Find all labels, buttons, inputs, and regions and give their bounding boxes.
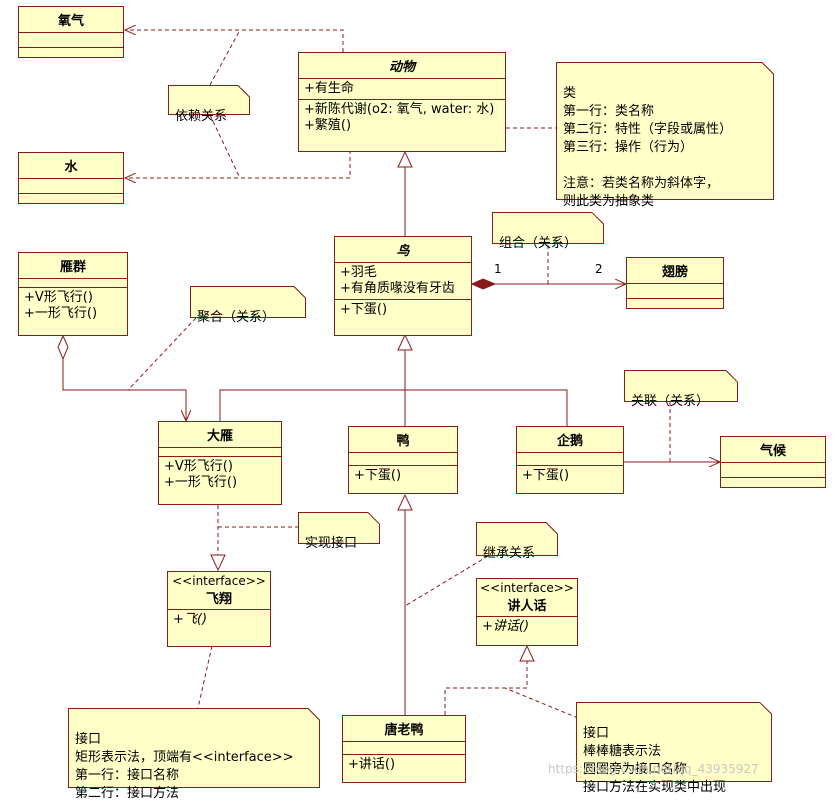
- watermark: https://blog.csdn.net/qq_43935927: [548, 762, 759, 776]
- class-duck-name: 鸭: [349, 427, 457, 453]
- note-text: 依赖关系: [175, 109, 228, 124]
- aggregation-flock-goose: [63, 336, 186, 421]
- class-tang-duck-name: 唐老鸭: [343, 716, 465, 742]
- interface-fly-name: <<interface>> 飞翔: [168, 572, 270, 610]
- operation: +飞(): [173, 612, 208, 627]
- note-text: 实现接口: [305, 536, 358, 551]
- operation: +下蛋(): [522, 468, 570, 483]
- note-text: 继承关系: [483, 546, 536, 561]
- class-goose-flock-name: 雁群: [19, 253, 127, 279]
- note-interface-lollipop[interactable]: 接口 棒棒糖表示法 圆圈旁为接口名称 接口方法在实现类中出现: [576, 702, 772, 795]
- operation: +一形飞行(): [24, 306, 98, 321]
- dependency-oxygen-line: [125, 30, 344, 52]
- note-text: 聚合（关系）: [197, 310, 276, 325]
- interface-name: 讲人话: [507, 599, 547, 614]
- operation: +一形飞行(): [164, 475, 238, 490]
- operation: +下蛋(): [354, 468, 402, 483]
- stereotype-label: <<interface>>: [172, 574, 266, 588]
- interface-speak-name: <<interface>> 讲人话: [477, 579, 577, 617]
- note-association[interactable]: 关联（关系）: [624, 370, 738, 409]
- operation: +讲话(): [348, 757, 396, 772]
- note-aggregation[interactable]: 聚合（关系）: [190, 286, 306, 325]
- class-bird-name: 鸟: [335, 237, 471, 263]
- class-duck[interactable]: 鸭 +下蛋(): [348, 426, 458, 494]
- operation: +新陈代谢(o2: 氧气, water: 水): [304, 102, 495, 117]
- note-inheritance[interactable]: 继承关系: [476, 522, 558, 561]
- inherit-goose-branch: [219, 389, 568, 426]
- operation: +V形飞行(): [164, 459, 233, 474]
- interface-name: 飞翔: [205, 592, 232, 607]
- class-wing[interactable]: 翅膀: [626, 257, 724, 309]
- realization-tangduck-speak: [444, 644, 535, 715]
- attribute: +羽毛: [340, 265, 377, 280]
- stereotype-label: <<interface>>: [480, 581, 574, 595]
- class-oxygen-name: 氧气: [19, 7, 123, 33]
- class-tang-duck[interactable]: 唐老鸭 +讲话(): [342, 715, 466, 783]
- note-dependency-anchor-1: [209, 29, 241, 86]
- interface-speak[interactable]: <<interface>> 讲人话 +讲话(): [476, 578, 578, 646]
- class-bird[interactable]: 鸟 +羽毛 +有角质喙没有牙齿 +下蛋(): [334, 236, 472, 336]
- note-realization[interactable]: 实现接口: [298, 512, 380, 551]
- class-animal-name: 动物: [299, 53, 505, 79]
- class-animal[interactable]: 动物 +有生命 +新陈代谢(o2: 氧气, water: 水) +繁殖(): [298, 52, 506, 152]
- class-wing-name: 翅膀: [627, 258, 723, 284]
- operation: +V形飞行(): [24, 290, 93, 305]
- class-penguin-name: 企鹅: [517, 427, 623, 453]
- dependency-water-line: [125, 150, 351, 178]
- note-interface-anchor: [197, 645, 213, 709]
- multiplicity-bird: 1: [494, 262, 502, 276]
- class-goose-name: 大雁: [159, 422, 281, 448]
- note-lollipop-anchor: [504, 687, 579, 719]
- note-text: 组合（关系）: [499, 236, 578, 251]
- operation: +下蛋(): [340, 302, 388, 317]
- multiplicity-wing: 2: [595, 262, 603, 276]
- class-oxygen[interactable]: 氧气: [18, 6, 124, 58]
- note-class-description[interactable]: 类 第一行：类名称 第二行：特性（字段或属性） 第三行：操作（行为） 注意：若类…: [556, 62, 774, 209]
- note-dependency-anchor-2: [209, 114, 241, 179]
- class-goose[interactable]: 大雁 +V形飞行() +一形飞行(): [158, 421, 282, 505]
- attribute: +有生命: [304, 81, 354, 96]
- class-water-name: 水: [19, 153, 123, 179]
- operation: +繁殖(): [304, 118, 352, 133]
- class-climate[interactable]: 气候: [720, 436, 826, 488]
- class-water[interactable]: 水: [18, 152, 124, 204]
- class-penguin[interactable]: 企鹅 +下蛋(): [516, 426, 624, 494]
- note-inheritance-anchor: [404, 555, 489, 607]
- class-goose-flock[interactable]: 雁群 +V形飞行() +一形飞行(): [18, 252, 128, 336]
- note-text: 类 第一行：类名称 第二行：特性（字段或属性） 第三行：操作（行为） 注意：若类…: [563, 86, 733, 209]
- attribute: +有角质喙没有牙齿: [340, 281, 455, 296]
- class-climate-name: 气候: [721, 437, 825, 463]
- note-dependency[interactable]: 依赖关系: [168, 85, 250, 124]
- note-composition[interactable]: 组合（关系）: [492, 212, 604, 251]
- interface-fly[interactable]: <<interface>> 飞翔 +飞(): [167, 571, 271, 647]
- note-text: 接口 棒棒糖表示法 圆圈旁为接口名称 接口方法在实现类中出现: [583, 726, 727, 795]
- operation: +讲话(): [482, 619, 530, 634]
- note-text: 关联（关系）: [631, 394, 710, 409]
- note-interface-rect[interactable]: 接口 矩形表示法，顶端有<<interface>> 第一行：接口名称 第二行：接…: [68, 708, 320, 801]
- note-aggregation-anchor: [127, 317, 197, 391]
